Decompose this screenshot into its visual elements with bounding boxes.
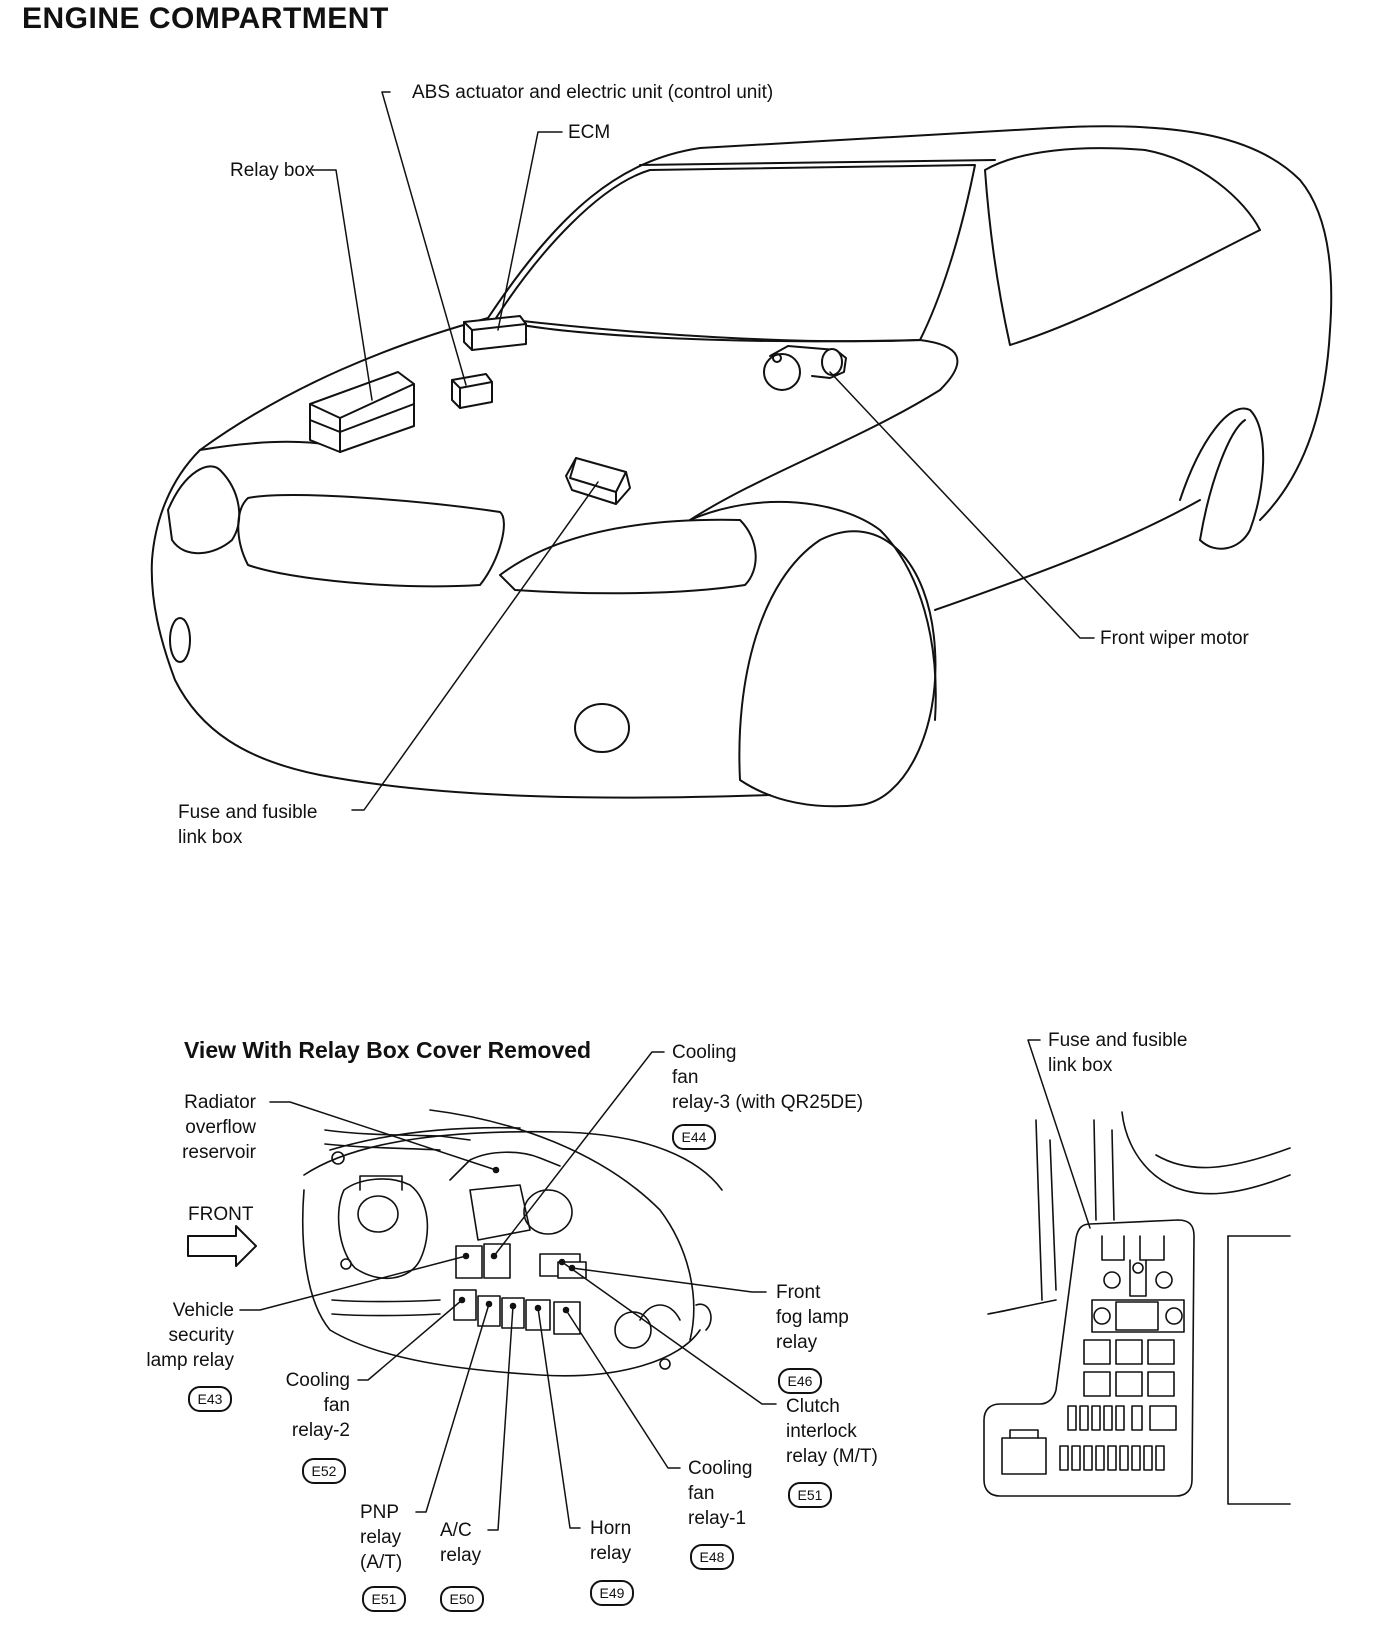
relay-box-component [310, 372, 414, 452]
relay-box-view-title: View With Relay Box Cover Removed [184, 1037, 592, 1063]
fuse-box-label: Fuse and fusible link box [178, 800, 317, 850]
connector-badge-e46: E46 [778, 1368, 822, 1394]
fuse-box-component [566, 458, 630, 504]
relay-leader-lines [240, 1052, 776, 1530]
pnp-relay-label: PNP relay (A/T) [360, 1500, 402, 1575]
horn-line-2: relay [590, 1543, 632, 1564]
cooling-fan-relay-3-line-3: relay-3 (with QR25DE) [672, 1092, 864, 1113]
ecm-component [464, 316, 526, 350]
front-wiper-motor-label: Front wiper motor [1100, 628, 1249, 649]
abs-actuator-label: ABS actuator and electric unit (control … [412, 82, 774, 103]
wiper-motor-component [764, 346, 846, 390]
front-fog-line-1: Front [776, 1282, 821, 1303]
pnp-line-2: relay [360, 1527, 402, 1548]
front-arrow-icon [188, 1226, 256, 1266]
connector-badge-e52: E52 [302, 1458, 346, 1484]
cooling-fan-relay-2-label: Cooling fan relay-2 [262, 1368, 350, 1443]
radiator-reservoir-label: Radiator overflow reservoir [170, 1090, 256, 1165]
cooling-fan-relay-2-line-3: relay-2 [291, 1420, 350, 1441]
connector-badge-e43: E43 [188, 1386, 232, 1412]
cooling-fan-relay-1-line-2: fan [688, 1483, 715, 1504]
car-outline [152, 126, 1332, 806]
horn-line-1: Horn [590, 1518, 632, 1539]
clutch-interlock-relay-label: Clutch interlock relay (M/T) [786, 1394, 878, 1469]
pnp-line-1: PNP [360, 1502, 400, 1523]
front-fog-line-2: fog lamp [776, 1307, 849, 1328]
cooling-fan-relay-1-line-3: relay-1 [688, 1508, 747, 1529]
fuse-box-detail-line-1: Fuse and fusible [1048, 1030, 1188, 1051]
vehicle-security-lamp-relay-label: Vehicle security lamp relay [130, 1298, 234, 1373]
fuse-box-detail-label: Fuse and fusible link box [1048, 1028, 1187, 1078]
pnp-line-3: (A/T) [360, 1552, 403, 1573]
page-title: ENGINE COMPARTMENT [22, 2, 389, 35]
cooling-fan-relay-3-line-2: fan [672, 1067, 699, 1088]
car-leader-lines [312, 92, 1094, 810]
fuse-box-detail-drawing [984, 1040, 1290, 1504]
vehicle-security-line-1: Vehicle [172, 1300, 234, 1321]
radiator-label-line-3: reservoir [182, 1142, 256, 1163]
ac-line-1: A/C [440, 1520, 472, 1541]
cooling-fan-relay-2-line-1: Cooling [285, 1370, 350, 1391]
clutch-line-2: interlock [786, 1421, 857, 1442]
cooling-fan-relay-3-line-1: Cooling [672, 1042, 737, 1063]
fuse-box-label-line-2: link box [178, 827, 243, 848]
vehicle-security-line-2: security [168, 1325, 234, 1346]
vehicle-security-line-3: lamp relay [146, 1350, 234, 1371]
connector-badge-e48: E48 [690, 1544, 734, 1570]
cooling-fan-relay-1-line-1: Cooling [688, 1458, 753, 1479]
radiator-label-line-1: Radiator [184, 1092, 256, 1113]
connector-badge-e49: E49 [590, 1580, 634, 1606]
fuse-box-label-line-1: Fuse and fusible [178, 802, 318, 823]
connector-badge-e50: E50 [440, 1586, 484, 1612]
abs-unit-component [452, 374, 492, 408]
connector-badge-e51-clutch: E51 [788, 1482, 832, 1508]
cooling-fan-relay-3-label: Cooling fan relay-3 (with QR25DE) [672, 1040, 863, 1115]
cooling-fan-relay-2-line-2: fan [323, 1395, 350, 1416]
horn-relay-label: Horn relay [590, 1516, 631, 1566]
connector-badge-e51-pnp: E51 [362, 1586, 406, 1612]
front-direction-label: FRONT [188, 1204, 254, 1225]
fuse-box-detail-line-2: link box [1048, 1055, 1113, 1076]
connector-badge-e44: E44 [672, 1124, 716, 1150]
clutch-line-3: relay (M/T) [786, 1446, 878, 1467]
cooling-fan-relay-1-label: Cooling fan relay-1 [688, 1456, 752, 1531]
relay-box-detail-drawing [303, 1110, 722, 1376]
ac-relay-label: A/C relay [440, 1518, 481, 1568]
radiator-label-line-2: overflow [185, 1117, 256, 1138]
ecm-label: ECM [568, 122, 611, 143]
clutch-line-1: Clutch [786, 1396, 840, 1417]
relay-box-label: Relay box [230, 160, 315, 181]
ac-line-2: relay [440, 1545, 482, 1566]
front-fog-line-3: relay [776, 1332, 818, 1353]
front-fog-lamp-relay-label: Front fog lamp relay [776, 1280, 849, 1355]
